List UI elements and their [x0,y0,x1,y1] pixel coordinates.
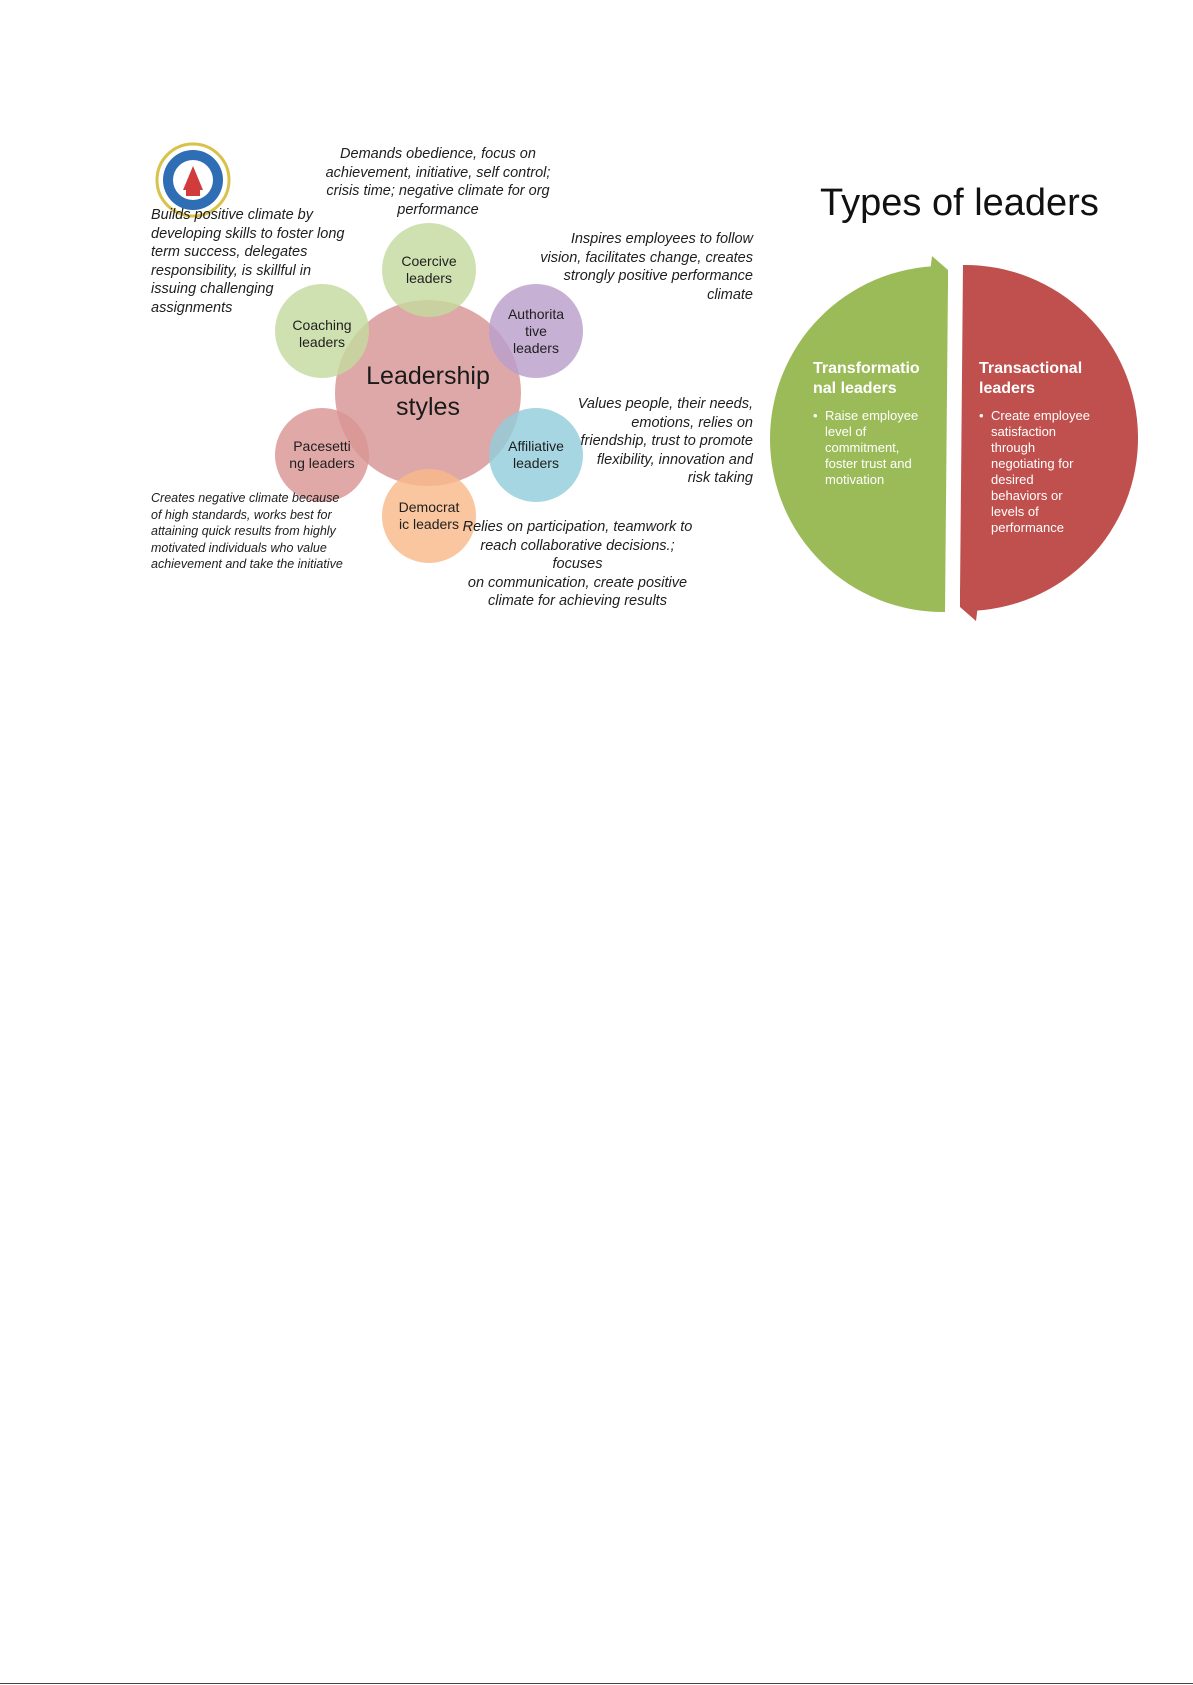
bullet-line: motivation [825,472,885,487]
note-line: crisis time; negative climate for org [326,183,550,199]
bullet-line: through [991,440,1036,455]
note-line: climate [707,286,753,303]
note-line: Demands obedience, focus on [340,146,536,162]
note-line: emotions, relies on [631,414,753,431]
note-line: Creates negative climate because [151,491,340,505]
note-line: strongly positive performance [563,268,753,284]
note-line: on communication, create positive [467,574,688,591]
bullet-line: level of [825,424,867,439]
petal-label-coercive: Coercive leaders [384,250,474,290]
bullet-line: Raise employee [825,408,919,423]
bullet-item: Raise employee level of commitment, fost… [813,408,928,488]
note-line: Relies on participation, teamwork to [462,519,693,535]
note-line: Inspires employees to follow [570,231,753,247]
petal-coercive [382,223,476,317]
note-line: of high standards, works best for [151,507,332,522]
petal-label-line: Authorita [507,305,565,322]
bullet-line: Create employee [991,408,1090,423]
bullet-line: performance [991,520,1064,535]
title-line: Transformatio [813,360,920,377]
petal-coaching [275,284,369,378]
center-label-line2: styles [396,393,460,421]
note-line: issuing challenging [151,281,274,297]
transformational-bullets: Raise employee level of commitment, fost… [813,408,928,488]
bullet-line: levels of [991,504,1039,519]
title-line: leaders [979,380,1036,397]
title-line: nal leaders [813,380,897,397]
page-bottom-rule [0,1683,1193,1684]
note-line: Builds positive climate by [151,207,313,223]
petal-label-line: Coaching [292,317,352,333]
note-pacesetting: Creates negative climate because of high… [151,490,361,573]
center-circle [335,300,521,486]
note-line: risk taking [687,470,753,486]
bullet-line: commitment, [825,440,900,455]
note-coaching: Builds positive climate by developing sk… [151,206,361,317]
note-line: responsibility, is skillful in [151,262,312,279]
university-seal-icon [155,142,231,218]
note-affiliative: Values people, their needs, emotions, re… [560,395,753,488]
petal-label-line: ng leaders [289,455,355,471]
note-democratic: Relies on participation, teamwork to rea… [455,518,700,611]
note-line: friendship, trust to promote [580,433,753,449]
petal-label-line: Coercive [401,253,457,269]
petal-pacesetting [275,408,369,502]
bullet-line: foster trust and [825,456,912,471]
petal-label-line: leaders [513,339,559,356]
note-authoritative: Inspires employees to follow vision, fac… [510,230,753,304]
center-label-line1: Leadership [366,362,490,390]
petal-label-democratic: Democrat ic leaders [384,496,474,536]
petal-affiliative [489,408,583,502]
transformational-title: Transformatio nal leaders [813,359,933,399]
note-line: reach collaborative decisions.; focuses [480,537,675,573]
petal-label-pacesetting: Pacesetti ng leaders [277,435,367,475]
transactional-title: Transactional leaders [979,359,1099,399]
petal-label-line: leaders [513,455,559,471]
note-line: Values people, their needs, [577,396,753,412]
transformational-arrow-tip [930,256,948,290]
note-line: developing skills to foster long [151,225,345,242]
note-line: attaining quick results from highly [151,524,336,538]
petal-label-line: tive [525,322,547,339]
center-label: Leadership styles [348,361,508,423]
petal-democratic [382,469,476,563]
petal-label-authoritative: Authorita tive leaders [491,304,581,358]
petal-label-line: Affiliative [508,438,564,454]
note-line: flexibility, innovation and [596,451,753,468]
bullet-line: satisfaction [991,424,1057,439]
types-title: Types of leaders [820,182,1099,224]
bullet-line: desired [991,472,1034,487]
petal-label-coaching: Coaching leaders [277,314,367,354]
note-line: vision, facilitates change, creates [540,249,753,266]
note-line: assignments [151,299,233,316]
petal-label-line: leaders [299,334,345,350]
bullet-item: Create employee satisfaction through neg… [979,408,1094,536]
note-line: achievement, initiative, self control; [325,164,551,181]
note-line: achievement and take the initiative [151,557,343,571]
petal-authoritative [489,284,583,378]
title-line: Transactional [979,360,1083,377]
petal-label-line: Pacesetti [293,438,351,454]
bullet-line: negotiating for [991,456,1074,471]
petal-label-line: ic leaders [399,516,459,532]
bullet-line: behaviors or [991,488,1063,503]
petal-label-affiliative: Affiliative leaders [491,435,581,475]
note-line: performance [397,201,479,218]
petal-label-line: Democrat [398,499,460,515]
note-line: climate for achieving results [488,593,667,609]
note-coercive: Demands obedience, focus on achievement,… [318,145,558,219]
note-line: term success, delegates [151,244,308,260]
petal-label-line: leaders [406,270,452,286]
transactional-bullets: Create employee satisfaction through neg… [979,408,1094,536]
note-line: motivated individuals who value [151,540,327,555]
transactional-arrow-tip [960,587,978,621]
